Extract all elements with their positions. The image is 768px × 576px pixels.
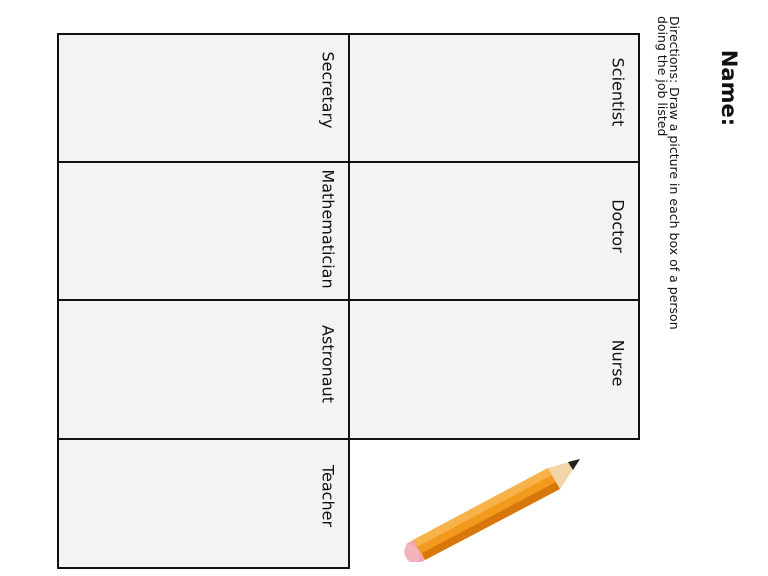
directions-text: Directions: Draw a picture in each box o… (655, 16, 682, 376)
job-label-nurse: Nurse (608, 339, 628, 387)
job-label-mathematician: Mathematician (318, 169, 338, 289)
box-nurse[interactable] (348, 299, 640, 440)
box-scientist[interactable] (348, 33, 640, 163)
box-doctor[interactable] (348, 161, 640, 301)
name-label: Name: (717, 49, 741, 127)
job-label-doctor: Doctor (608, 199, 628, 253)
box-teacher[interactable] (57, 438, 350, 569)
job-label-secretary: Secretary (318, 51, 338, 129)
job-label-astronaut: Astronaut (318, 325, 338, 403)
box-mathematician[interactable] (57, 161, 350, 301)
box-secretary[interactable] (57, 33, 350, 163)
job-label-teacher: Teacher (318, 464, 338, 528)
job-label-scientist: Scientist (608, 57, 628, 127)
box-astronaut[interactable] (57, 299, 350, 440)
pencil-icon (404, 459, 580, 562)
